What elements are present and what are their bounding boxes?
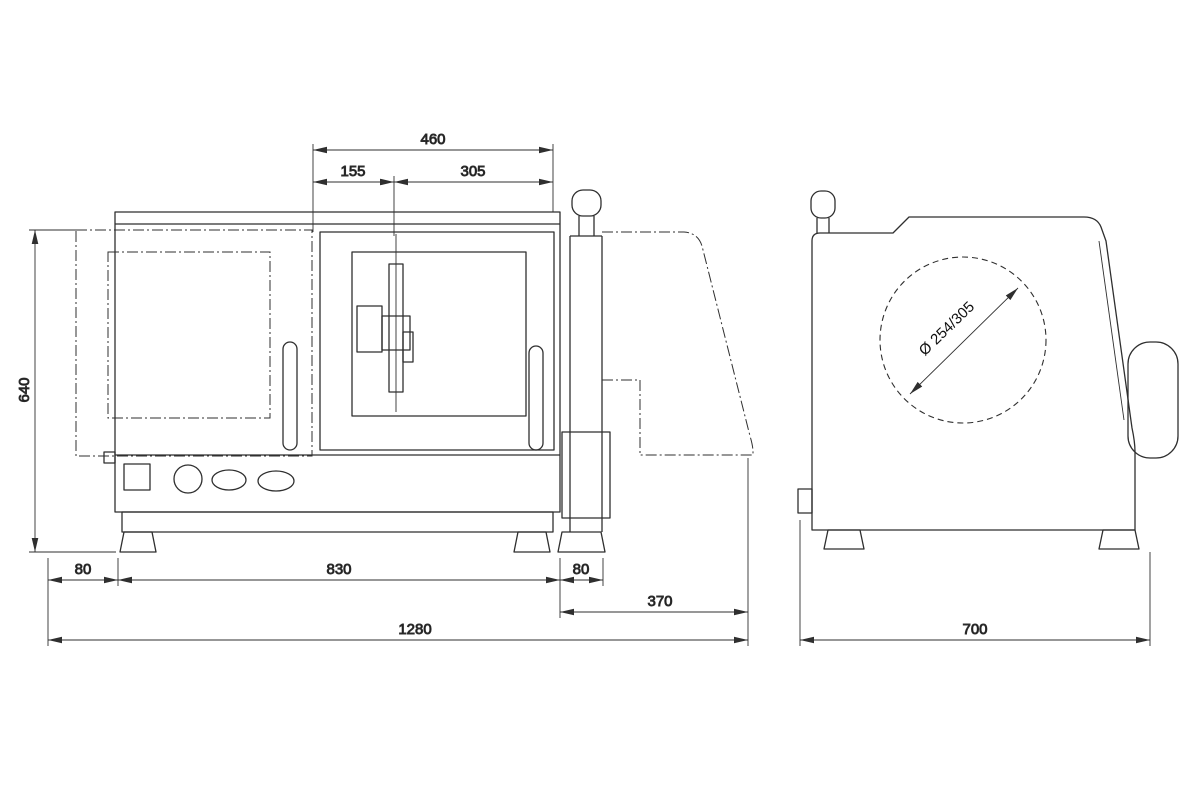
dim-depth: 700 (799, 520, 1151, 646)
side-dimensions: 700 (799, 520, 1151, 646)
front-view: 460 155 305 640 (16, 131, 754, 646)
dim-top-right-segment: 305 (394, 163, 553, 186)
front-left-foot (119, 531, 157, 553)
side-left-foot (823, 529, 865, 550)
dim-top-total: 460 (312, 131, 554, 232)
front-right-foot (513, 531, 551, 553)
dim-label-700: 700 (962, 621, 987, 638)
control-panel (123, 463, 295, 494)
cutting-wheel-phantom (879, 256, 1047, 424)
dim-label-830: 830 (326, 561, 351, 578)
dim-label-640: 640 (16, 377, 33, 402)
cutting-wheel (388, 263, 404, 393)
dim-label-305: 305 (460, 163, 485, 180)
emergency-stop-button (123, 463, 151, 491)
side-rear-fitting (797, 488, 813, 514)
front-machine-outline (114, 211, 561, 553)
hinge-block (103, 451, 116, 464)
window-handle (528, 345, 544, 451)
front-dimensions: 460 155 305 640 (16, 131, 749, 646)
hood-edge-line (1098, 240, 1125, 421)
door-handle (282, 341, 298, 451)
dim-label-155: 155 (340, 163, 365, 180)
side-outline (797, 190, 1179, 550)
side-front-handle (1127, 341, 1179, 459)
arm-foot (557, 531, 606, 553)
dim-label-460: 460 (420, 131, 445, 148)
control-switch-1 (211, 469, 247, 491)
control-knob (173, 464, 203, 494)
front-door-phantom (75, 229, 313, 464)
side-handle-knob (810, 190, 836, 219)
clamp-vise (356, 305, 383, 353)
dim-bottom-row: 80 830 80 370 1280 (47, 458, 749, 646)
dim-height: 640 (16, 229, 116, 553)
side-right-foot (1098, 529, 1140, 550)
dim-label-370: 370 (647, 593, 672, 610)
dim-label-80-left: 80 (75, 561, 92, 578)
dim-top-left-segment: 155 (313, 163, 395, 236)
wheel-flange (402, 331, 414, 363)
control-switch-2 (257, 470, 295, 492)
hood-phantom-profile (602, 231, 754, 456)
diameter-arrow (909, 287, 1019, 395)
dim-label-80-right: 80 (573, 561, 590, 578)
handle-knob (571, 189, 602, 217)
dim-label-1280: 1280 (398, 621, 431, 638)
arm-bracket (561, 431, 611, 519)
clamp-handle-arm (557, 189, 611, 553)
cutting-wheel-assembly (356, 234, 414, 412)
